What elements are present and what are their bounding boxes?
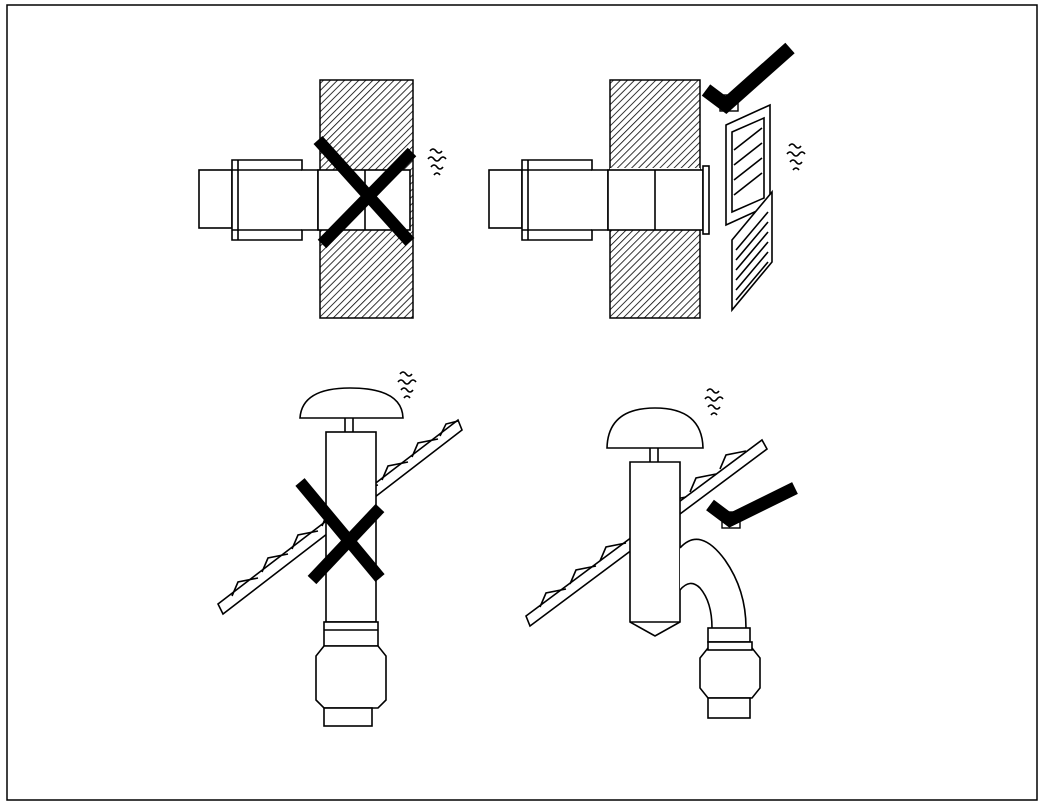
roof-vent-incorrect-panel <box>216 371 463 727</box>
flue-pipe-offset <box>606 407 761 719</box>
cross-mark-icon <box>295 478 385 585</box>
roof-vent-correct-panel <box>525 388 798 719</box>
cross-mark-icon <box>313 135 417 249</box>
exhaust-fumes-icon <box>397 371 417 399</box>
check-mark-icon <box>701 42 795 115</box>
check-mark-icon <box>706 482 798 529</box>
wall-vent-correct-panel <box>488 42 806 319</box>
flue-pipe-vertical <box>299 387 404 727</box>
louvre-grille-icon <box>725 103 773 313</box>
exhaust-fumes-icon <box>704 388 724 416</box>
wall-vent-incorrect-panel <box>198 79 447 319</box>
exhaust-fumes-icon <box>427 148 447 176</box>
exhaust-fumes-icon <box>786 143 806 171</box>
figure-border <box>6 4 1038 801</box>
flue-pipe <box>198 159 411 241</box>
flue-pipe <box>488 159 710 241</box>
